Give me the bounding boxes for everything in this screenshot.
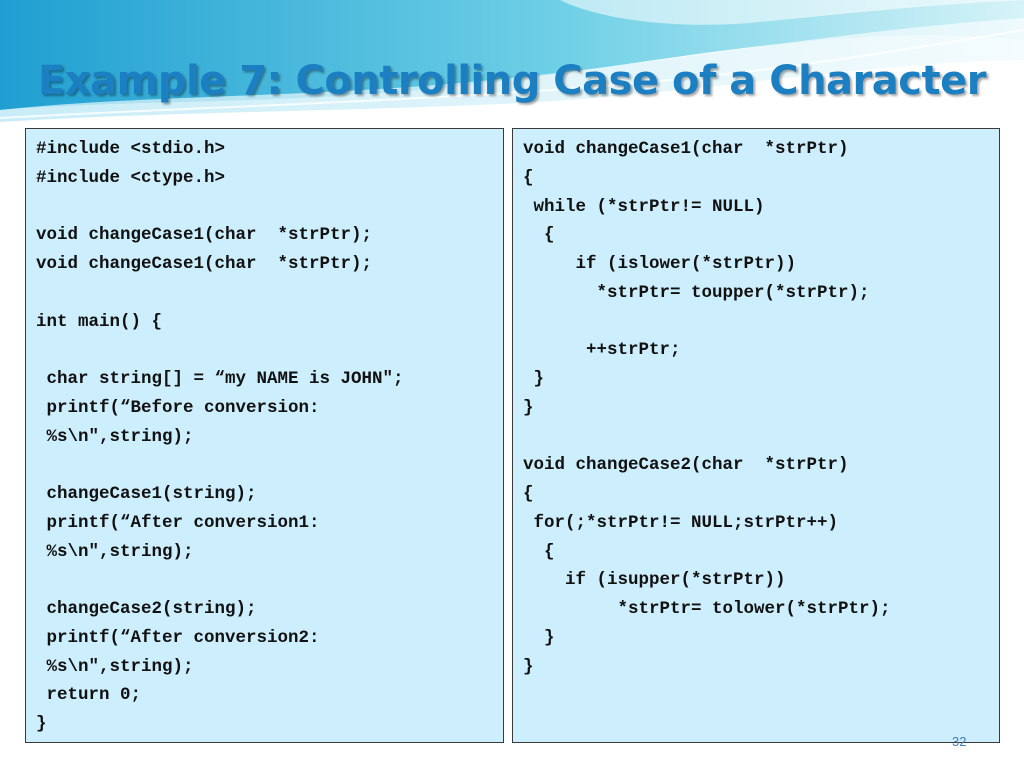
page-number: 32 bbox=[952, 734, 967, 749]
code-line: %s\n",string); bbox=[36, 656, 194, 677]
code-line bbox=[523, 308, 999, 337]
code-line bbox=[523, 423, 999, 452]
code-line: while (*strPtr!= NULL) bbox=[523, 196, 765, 217]
code-line: void changeCase2(char *strPtr) bbox=[523, 455, 849, 476]
slide-title: Example 7: Controlling Case of a Charact… bbox=[38, 58, 986, 104]
code-line: for(;*strPtr!= NULL;strPtr++) bbox=[523, 512, 839, 533]
code-line: if (isupper(*strPtr)) bbox=[523, 570, 786, 591]
code-line: %s\n",string); bbox=[36, 426, 194, 447]
code-line: #include <ctype.h> bbox=[36, 167, 226, 188]
code-line: void changeCase1(char *strPtr) bbox=[523, 139, 849, 159]
code-line: %s\n",string); bbox=[36, 541, 194, 562]
change-case-functions-code-box: void changeCase1(char *strPtr) { while (*… bbox=[512, 128, 1000, 743]
code-line: *strPtr= tolower(*strPtr); bbox=[523, 599, 891, 619]
code-line bbox=[36, 193, 503, 222]
code-line: #include <stdio.h> bbox=[36, 139, 226, 159]
code-line: { bbox=[523, 484, 534, 504]
code-line: void changeCase1(char *strPtr); bbox=[36, 254, 373, 274]
code-line: } bbox=[36, 714, 47, 734]
header-wave-decoration bbox=[0, 0, 1024, 122]
code-line bbox=[36, 566, 503, 595]
code-line: } bbox=[523, 369, 545, 389]
code-line: char string[] = “my NAME is JOHN"; bbox=[36, 369, 404, 389]
code-line: printf(“Before conversion: bbox=[36, 397, 320, 418]
code-line: printf(“After conversion1: bbox=[36, 512, 320, 533]
code-line: ++strPtr; bbox=[523, 340, 681, 361]
code-line bbox=[36, 279, 503, 308]
code-line: { bbox=[523, 225, 555, 246]
code-line bbox=[36, 336, 503, 365]
code-line: *strPtr= toupper(*strPtr); bbox=[523, 282, 870, 303]
code-line: changeCase2(string); bbox=[36, 599, 257, 619]
code-line: if (islower(*strPtr)) bbox=[523, 254, 797, 274]
code-line: } bbox=[523, 656, 534, 677]
code-line: } bbox=[523, 627, 555, 648]
code-line: { bbox=[523, 167, 534, 188]
code-line: int main() { bbox=[36, 311, 163, 332]
code-line: void changeCase1(char *strPtr); bbox=[36, 225, 373, 246]
code-line bbox=[36, 451, 503, 480]
code-line: changeCase1(string); bbox=[36, 484, 257, 504]
code-line: return 0; bbox=[36, 685, 142, 706]
code-line: } bbox=[523, 397, 534, 418]
code-line: { bbox=[523, 541, 555, 562]
code-line: printf(“After conversion2: bbox=[36, 627, 320, 648]
main-program-code-box: #include <stdio.h> #include <ctype.h> void… bbox=[25, 128, 504, 743]
